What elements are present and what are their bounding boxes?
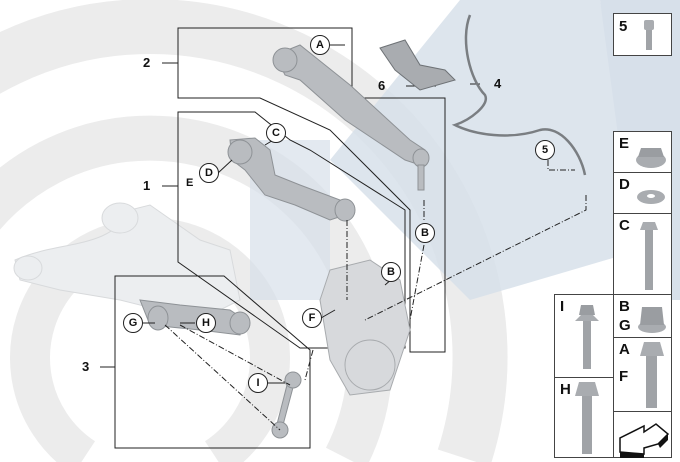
part-box-H[interactable]: H <box>554 377 614 458</box>
subframe-ghost <box>13 202 241 321</box>
abs-sensor-cable <box>379 14 587 176</box>
part-label-I: I <box>560 298 565 315</box>
leader-lines <box>164 160 587 431</box>
bolt-icon <box>575 382 599 454</box>
middle-arm <box>227 137 356 222</box>
part-label-H: H <box>560 381 571 398</box>
part-label-F: F <box>619 368 629 385</box>
callout-H: H <box>196 313 216 333</box>
part-box-D[interactable]: D <box>613 172 672 214</box>
washer-icon <box>637 190 665 204</box>
part-label-D: D <box>619 176 630 193</box>
flange-nut-icon <box>636 148 666 168</box>
upper-arm <box>272 44 430 191</box>
callout-A: A <box>310 35 330 55</box>
callout-G: G <box>123 313 143 333</box>
part-box-A-F[interactable]: A F <box>613 337 672 412</box>
lock-nut-icon <box>638 307 666 333</box>
callout-C: C <box>266 123 286 143</box>
callout-F: F <box>302 308 322 328</box>
callout-B-upper: B <box>415 223 435 243</box>
hub-carrier <box>319 259 411 396</box>
group-number-6: 6 <box>378 78 386 93</box>
screw-icon <box>644 20 654 50</box>
part-label-G: G <box>619 317 631 334</box>
part-label-B: B <box>619 298 630 315</box>
callout-D: D <box>199 163 219 183</box>
part-box-B-G[interactable]: B G <box>613 294 672 338</box>
callout-5: 5 <box>535 140 555 160</box>
group-number-1: 1 <box>143 178 151 193</box>
part-box-I[interactable]: I <box>554 294 614 378</box>
callout-E: E <box>186 177 194 189</box>
part-label-5: 5 <box>619 18 628 35</box>
bolt-with-washer-icon <box>575 305 599 369</box>
bolt-icon <box>640 222 658 290</box>
group-number-4: 4 <box>494 76 502 91</box>
part-box-5[interactable]: 5 <box>613 13 672 56</box>
callout-B-lower: B <box>381 262 401 282</box>
callout-I: I <box>248 373 268 393</box>
part-box-E[interactable]: E <box>613 131 672 173</box>
part-label-A: A <box>619 341 630 358</box>
part-box-C[interactable]: C <box>613 213 672 295</box>
part-box-arrow[interactable] <box>613 411 672 458</box>
group-number-2: 2 <box>143 55 151 70</box>
part-label-E: E <box>619 135 630 152</box>
part-label-C: C <box>619 217 630 234</box>
direction-arrow-icon <box>619 423 670 458</box>
group-number-3: 3 <box>82 359 90 374</box>
bolt-icon <box>640 342 664 408</box>
